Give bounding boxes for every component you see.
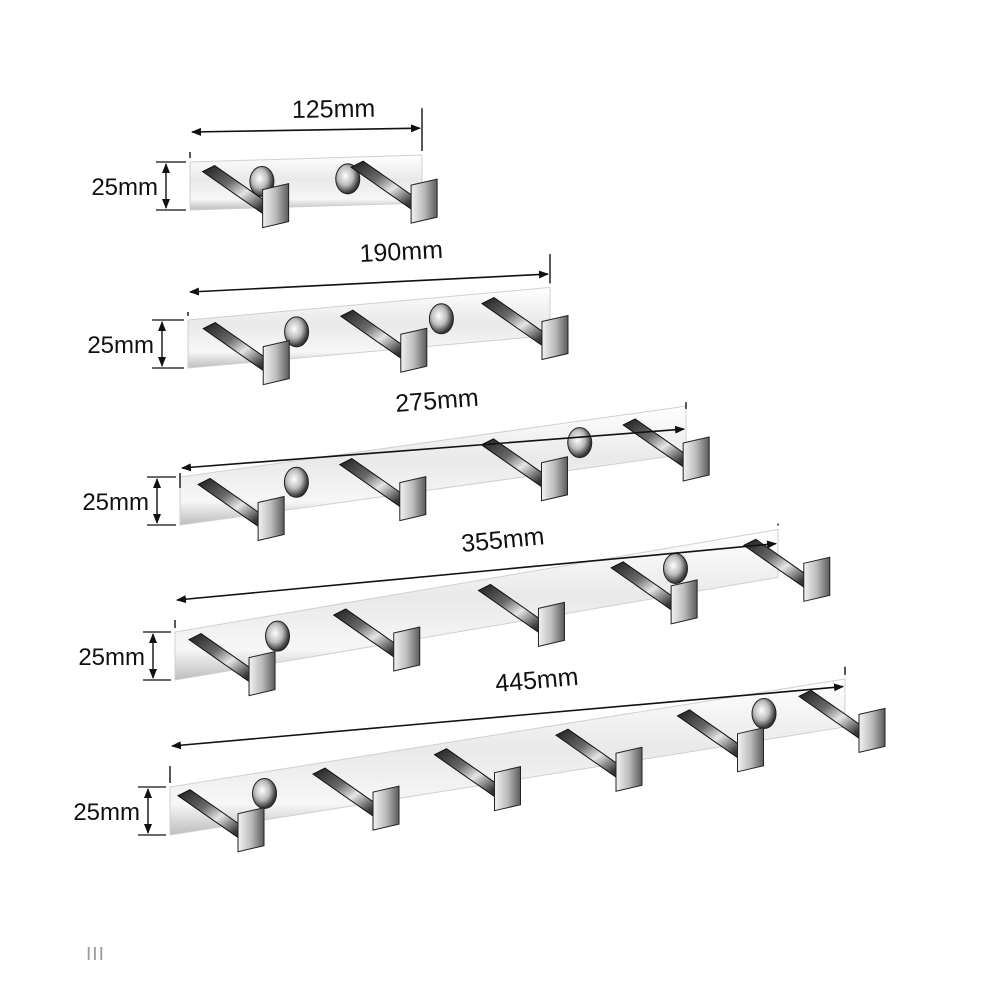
length-label: 445mm	[494, 663, 580, 698]
hook-tip	[537, 601, 565, 648]
hook-tip	[670, 579, 698, 625]
hook-rack-2: 190mm 25mm	[87, 236, 569, 386]
height-label: 25mm	[78, 644, 145, 671]
length-dimension-line	[191, 124, 421, 136]
mounting-plate	[179, 405, 687, 526]
hook	[201, 165, 290, 229]
length-label: 275mm	[394, 384, 479, 418]
hook	[312, 767, 400, 831]
length-dimension-line	[176, 540, 777, 604]
hook-rack-4: 355mm 25mm	[78, 522, 831, 697]
hook	[338, 458, 427, 522]
hook-tip	[399, 475, 427, 522]
hook	[481, 296, 569, 361]
screw-cap-knob	[751, 698, 777, 730]
hook-tip	[248, 650, 276, 697]
hook-tip	[410, 178, 438, 224]
screw-cap-knob	[662, 553, 688, 585]
hook-tip	[400, 327, 428, 373]
hook-rack-1: 125mm 25mm	[91, 95, 438, 229]
hook-tip	[372, 785, 400, 831]
hook-tip	[615, 746, 643, 792]
screw-cap-knob	[428, 303, 454, 335]
length-label: 190mm	[359, 236, 444, 268]
hook-rack-3: 275mm 25mm	[82, 384, 710, 542]
length-label: 125mm	[292, 95, 376, 124]
hook-tip	[541, 314, 569, 361]
height-label: 25mm	[82, 489, 149, 516]
screw-cap-knob	[284, 316, 310, 348]
hook-tip	[262, 339, 290, 386]
corner-mark: III	[86, 944, 105, 965]
hook-tip	[237, 807, 265, 853]
hook-tip	[393, 626, 421, 672]
hook	[197, 477, 285, 542]
height-label: 25mm	[91, 174, 158, 201]
hook	[339, 309, 428, 373]
hook-tip	[257, 495, 285, 542]
hook-tip	[540, 456, 568, 502]
hook-tip	[262, 182, 290, 229]
hook	[350, 160, 438, 224]
screw-cap-knob	[283, 466, 309, 498]
hook-tip	[682, 436, 710, 482]
length-dimension-line	[181, 425, 685, 472]
hook	[202, 322, 290, 386]
hook-tip	[737, 727, 764, 773]
height-label: 25mm	[87, 332, 154, 359]
hook	[177, 789, 265, 853]
screw-cap-knob	[567, 427, 593, 459]
hook-tip	[803, 556, 831, 602]
length-dimension-line	[171, 683, 844, 750]
length-dimension-line	[189, 270, 549, 296]
height-label: 25mm	[73, 799, 140, 826]
hook-tip	[858, 707, 886, 753]
screw-cap-knob	[252, 777, 277, 809]
length-label: 355mm	[460, 522, 546, 558]
hook	[332, 608, 421, 672]
hook-rack-5: 445mm 25mm	[73, 663, 886, 853]
screw-cap-knob	[335, 163, 361, 195]
screw-cap-knob	[265, 620, 291, 652]
hook-tip	[494, 766, 521, 812]
hook	[433, 748, 521, 812]
